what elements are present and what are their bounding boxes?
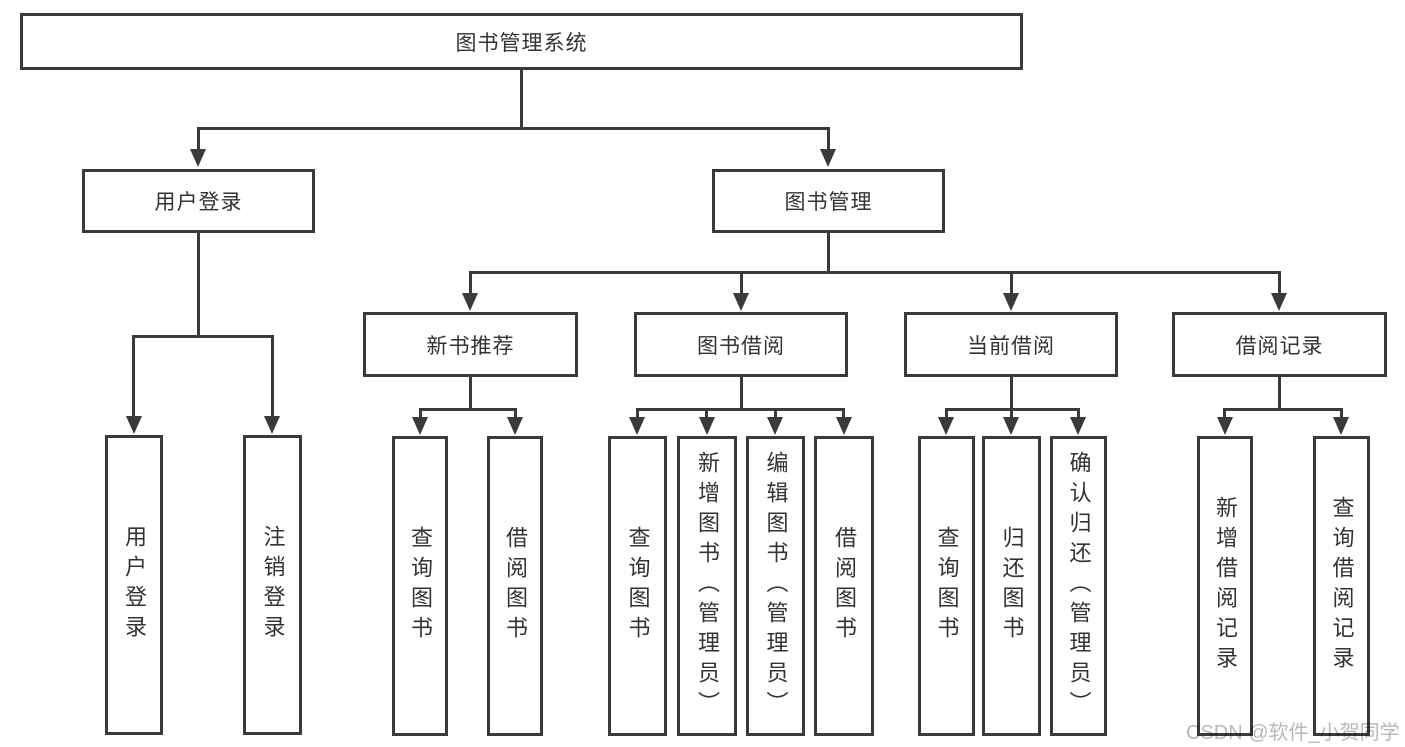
arrowhead-down-icon [264,416,280,434]
connector-vline [520,70,523,130]
connector-vline [740,271,743,296]
connector-vline [1340,408,1343,418]
leaf-add-books-admin: 新增图书（管理员） [677,436,737,736]
leaf-label: 借阅图书 [832,526,857,646]
arrowhead-down-icon [1271,293,1287,311]
connector-hline [419,408,517,411]
leaf-label: 查询借阅记录 [1329,496,1355,676]
connector-vline [1223,408,1226,418]
node-label: 图书管理系统 [455,31,588,55]
arrowhead-down-icon [507,417,523,435]
connector-vline [1010,271,1013,296]
connector-vline [419,408,422,418]
connector-hline [469,271,1281,274]
connector-vline [1278,271,1281,296]
leaf-return-books: 归还图书 [982,436,1041,736]
arrowhead-down-icon [1003,293,1019,311]
leaf-query-books-current: 查询图书 [918,436,975,736]
watermark: CSDN @软件_小贺同学 [1186,722,1400,744]
arrowhead-down-icon [699,417,715,435]
leaf-query-books-borrow: 查询图书 [608,436,667,736]
connector-vline [132,335,135,418]
node-label: 新书推荐 [426,334,515,358]
leaf-logout: 注销登录 [243,435,302,735]
connector-vline [945,408,948,418]
connector-hline [636,408,844,411]
leaf-edit-books-admin: 编辑图书（管理员） [746,436,805,736]
connector-vline [740,377,743,410]
node-label: 当前借阅 [967,334,1055,358]
connector-vline [827,127,830,152]
node-label: 图书管理 [784,191,873,214]
arrowhead-down-icon [1333,417,1349,435]
connector-vline [514,408,517,418]
arrowhead-down-icon [733,293,749,311]
leaf-label: 借阅图书 [503,526,528,646]
connector-vline [271,335,274,418]
leaf-query-books-recommend: 查询图书 [392,436,448,736]
connector-vline [705,408,708,418]
connector-vline [1010,408,1013,418]
arrowhead-down-icon [412,417,428,435]
leaf-label: 用户登录 [122,525,147,645]
node-book-management: 图书管理 [712,169,945,233]
node-label: 用户登录 [154,191,243,214]
node-book-borrowing: 图书借阅 [634,312,848,377]
node-label: 借阅记录 [1235,334,1324,358]
leaf-label: 确认归还（管理员） [1066,451,1092,721]
leaf-label: 归还图书 [999,526,1025,646]
arrowhead-down-icon [820,149,836,167]
node-borrowing-records: 借阅记录 [1172,312,1387,377]
leaf-query-borrow-record: 查询借阅记录 [1313,436,1370,736]
connector-vline [197,233,200,337]
connector-hline [132,335,274,338]
leaf-label: 新增借阅记录 [1213,496,1238,676]
connector-vline [197,127,200,152]
connector-vline [1278,377,1281,410]
node-current-borrowing: 当前借阅 [904,312,1118,377]
arrowhead-down-icon [836,417,852,435]
arrowhead-down-icon [1217,417,1233,435]
connector-vline [827,233,830,274]
arrowhead-down-icon [190,149,206,167]
node-new-book-recommendation: 新书推荐 [363,312,578,377]
leaf-borrow-books: 借阅图书 [814,436,874,736]
arrowhead-down-icon [1070,417,1086,435]
node-user-login: 用户登录 [82,169,315,233]
leaf-label: 新增图书（管理员） [695,451,720,721]
leaf-label: 查询图书 [625,526,651,646]
arrowhead-down-icon [629,417,645,435]
node-label: 图书借阅 [697,334,785,358]
arrowhead-down-icon [126,416,142,434]
connector-vline [774,408,777,418]
leaf-label: 查询图书 [934,526,960,646]
leaf-user-login: 用户登录 [105,435,163,735]
connector-vline [1010,377,1013,410]
leaf-borrow-books-recommend: 借阅图书 [487,436,543,736]
arrowhead-down-icon [938,417,954,435]
connector-vline [1077,408,1080,418]
leaf-add-borrow-record: 新增借阅记录 [1197,436,1253,736]
arrowhead-down-icon [462,293,478,311]
leaf-label: 注销登录 [260,525,286,645]
connector-vline [636,408,639,418]
connector-vline [469,377,472,410]
connector-hline [1223,408,1342,411]
leaf-label: 编辑图书（管理员） [763,451,789,721]
leaf-label: 查询图书 [408,526,433,646]
leaf-confirm-return-admin: 确认归还（管理员） [1050,436,1107,736]
arrowhead-down-icon [1003,417,1019,435]
connector-hline [197,127,830,130]
connector-vline [842,408,845,418]
arrowhead-down-icon [767,417,783,435]
connector-vline [469,271,472,296]
node-library-management-system: 图书管理系统 [20,13,1023,70]
